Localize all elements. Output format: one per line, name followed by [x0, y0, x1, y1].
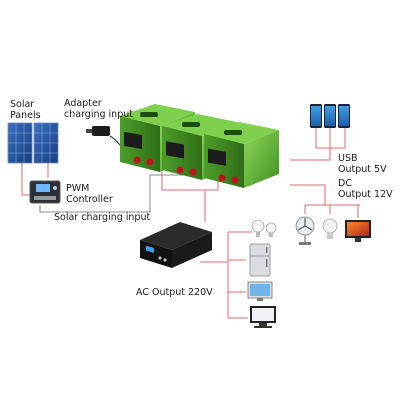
solar-panels-label-line1: Solar: [10, 99, 35, 110]
wire-dc-main: [290, 184, 326, 205]
tv-icon: [345, 220, 371, 242]
computer-icon: [250, 306, 276, 328]
solar-panel-icon: [7, 122, 59, 164]
ac-output-label: AC Output 220V: [136, 287, 213, 298]
phone-icon: [310, 104, 350, 128]
wire-units-link: [161, 172, 219, 191]
solar-charging-input-label: Solar charging input: [54, 212, 151, 223]
dc-label-line2: Output 12V: [338, 189, 393, 200]
usb-label-line2: Output 5V: [338, 164, 387, 175]
adapter-label-line1: Adapter: [64, 98, 102, 109]
wire-usb-to-unit: [290, 148, 331, 161]
wire-solar-charging-bus: [39, 175, 151, 213]
tv-icon-ac: [247, 281, 273, 301]
bulb-icon: [322, 218, 338, 239]
solar-panels-label-line2: Panels: [10, 110, 41, 121]
fridge-icon: [249, 243, 271, 277]
wire-panel-to-pwm-left: [21, 160, 30, 196]
bulb-icon-ac: [251, 219, 277, 237]
inverter-icon: [140, 222, 212, 268]
power-unit-3: [204, 122, 279, 188]
usb-label-line1: USB: [338, 153, 358, 164]
adapter-label-line2: charging input: [64, 109, 133, 120]
wiring: [21, 128, 360, 319]
pwm-label-line1: PWM: [66, 183, 90, 194]
pwm-label-line2: Controller: [66, 194, 113, 205]
fan-icon: [295, 216, 315, 245]
pwm-controller-icon: [29, 180, 61, 204]
power-bank-unit-icon: [120, 104, 279, 188]
dc-label-line1: DC: [338, 178, 352, 189]
